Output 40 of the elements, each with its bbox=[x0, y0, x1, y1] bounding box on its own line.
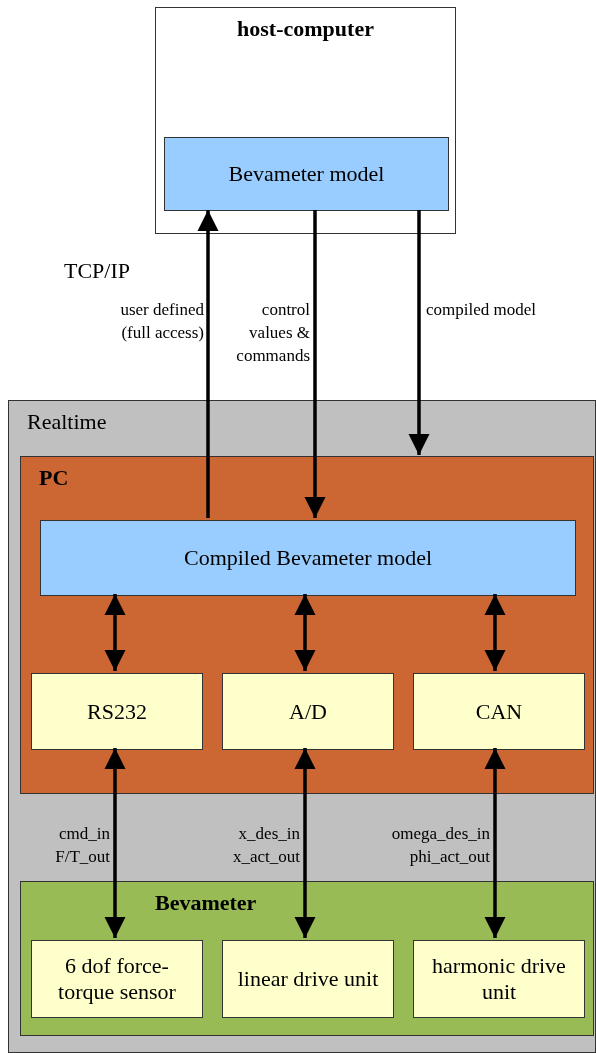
node-label: Bevameter model bbox=[227, 161, 386, 187]
node-label: A/D bbox=[288, 698, 328, 725]
pc-box bbox=[20, 456, 594, 794]
arrow bbox=[294, 594, 316, 671]
node-label: RS232 bbox=[86, 698, 148, 725]
arrow bbox=[408, 210, 430, 455]
arrow bbox=[304, 210, 326, 518]
interface-box bbox=[413, 673, 585, 750]
arrow bbox=[484, 594, 506, 671]
device-box bbox=[222, 940, 394, 1018]
node-label: PC bbox=[39, 465, 69, 491]
node-label: linear drive unit bbox=[236, 966, 380, 992]
edge-label: compiled model bbox=[426, 299, 536, 321]
arrow bbox=[484, 748, 506, 938]
edge-label: control values & commands bbox=[235, 299, 310, 367]
interface-box bbox=[31, 673, 203, 750]
arrow bbox=[104, 594, 126, 671]
model-box bbox=[164, 137, 449, 211]
node-label: harmonic drive unit bbox=[431, 953, 567, 1005]
interface-box bbox=[222, 673, 394, 750]
node-label: 6 dof force-torque sensor bbox=[57, 953, 177, 1005]
edge-label: omega_des_in phi_act_out bbox=[390, 823, 490, 868]
node-label: Compiled Bevameter model bbox=[182, 545, 434, 571]
arrow bbox=[294, 748, 316, 938]
edge-label: x_des_in x_act_out bbox=[231, 823, 300, 868]
edge-label: user defined (full access) bbox=[119, 299, 204, 344]
device-box bbox=[413, 940, 585, 1018]
node-label: Realtime bbox=[27, 409, 107, 435]
realtime-region bbox=[8, 400, 596, 1053]
computer-box bbox=[155, 7, 456, 234]
arrow bbox=[104, 748, 126, 938]
model-box bbox=[40, 520, 576, 596]
node-label: host-computer bbox=[236, 16, 375, 42]
protocol-label: TCP/IP bbox=[64, 258, 131, 284]
node-label: Bevameter bbox=[155, 890, 257, 916]
edge-label: cmd_in F/T_out bbox=[54, 823, 110, 868]
device-box bbox=[31, 940, 203, 1018]
arrow bbox=[197, 210, 219, 518]
device-group-box bbox=[20, 881, 594, 1036]
node-label: CAN bbox=[474, 698, 524, 725]
